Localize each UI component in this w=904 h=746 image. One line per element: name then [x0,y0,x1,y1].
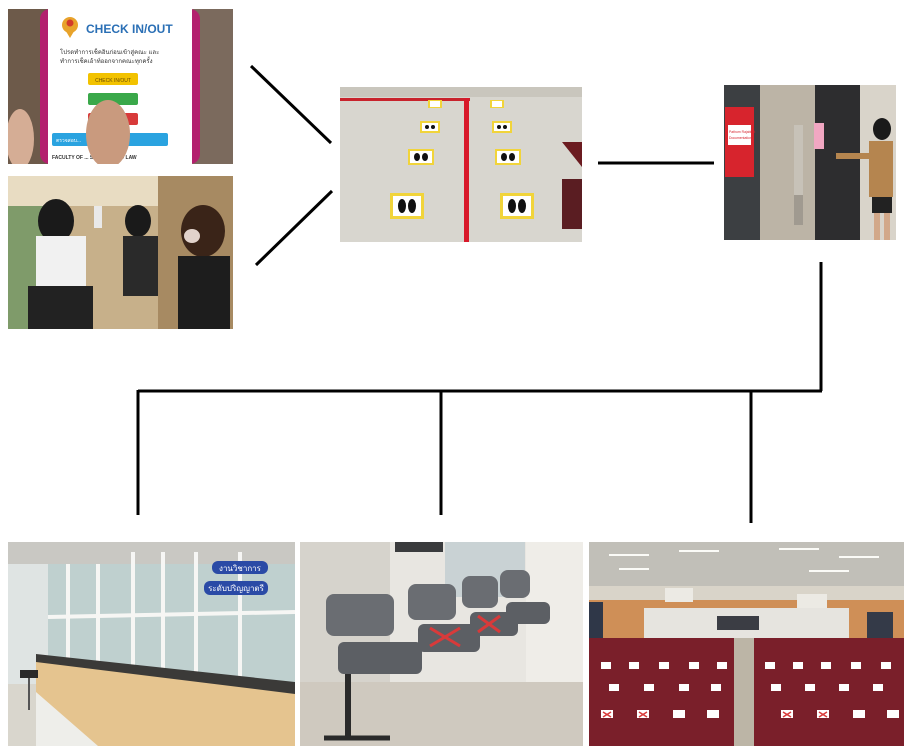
footprint-marker [495,149,521,165]
level-sign [204,581,268,595]
footprint-marker [408,149,434,165]
svg-text:CHECK IN/OUT: CHECK IN/OUT [95,78,131,84]
person [869,141,893,197]
seat [500,570,550,624]
footprint-marker [490,100,504,108]
photo-floor-markers [340,87,582,242]
green-button[interactable] [88,93,138,105]
footprint-marker [390,193,424,219]
connector-thermometer-to-floor [254,189,334,267]
checkin-button[interactable] [88,73,138,85]
thermometer-icon [94,206,102,228]
footprint-marker [500,193,534,219]
photo-service-counter: งานวิชาการ ระดับปริญญาตรี [8,542,295,746]
footprint-marker [420,121,440,133]
sanitizer-dispenser-icon [814,123,824,149]
phone-app-title: CHECK IN/OUT [86,22,173,36]
finger [86,100,130,164]
footprint-marker [492,121,512,133]
svg-text:Documentation: Documentation [729,136,752,140]
red-floor-line [464,98,469,242]
seating-block-left [589,638,734,746]
photo-phone-checkin: CHECK IN/OUT โปรดทำการเช็คอินก่อนเข้าสู่… [8,9,233,164]
svg-text:ตรวจสอบ...: ตรวจสอบ... [56,138,81,144]
service-counter [36,660,295,746]
footprint-marker [428,100,442,108]
photo-hand-sanitizer: Pathum Rajabhat Documentation [724,85,896,240]
svg-text:งานวิชาการ: งานวิชาการ [219,564,262,573]
photo-waiting-seats [300,542,583,746]
seating-block-right [754,638,904,746]
photo-temperature-check [8,176,233,329]
stool [20,670,38,678]
student-hair [38,199,74,243]
phone-instruction-2: ทำการเช็คเอ้าท์ออกจากคณะทุกครั้ง [60,55,153,65]
svg-text:ระดับปริญญาตรี: ระดับปริญญาตรี [208,584,265,593]
seat [326,594,422,674]
phone-instruction-1: โปรดทำการเช็คอินก่อนเข้าสู่คณะ และ [60,47,159,56]
face-mask [184,229,200,243]
department-sign [212,561,268,574]
projection-screen [717,616,759,630]
photo-lecture-hall [589,542,904,746]
svg-text:Pathum Rajabhat: Pathum Rajabhat [729,130,755,134]
connector-phone-to-floor [249,64,333,145]
blocked-seat-x-mark [429,614,501,648]
